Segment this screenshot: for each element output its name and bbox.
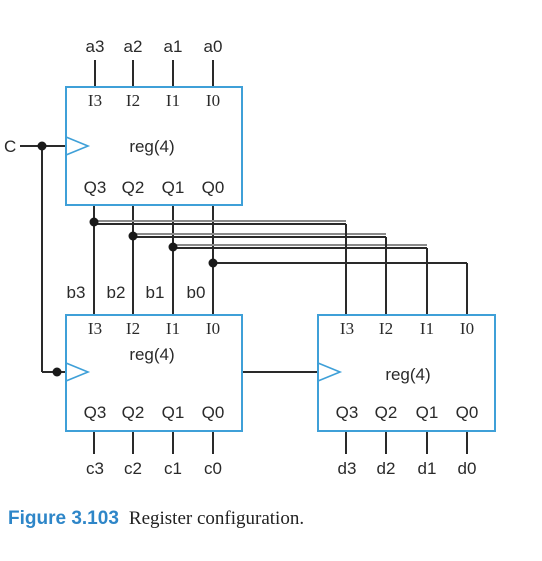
reg-left-output-q3: Q3 bbox=[84, 403, 107, 422]
reg-right-output-q3: Q3 bbox=[336, 403, 359, 422]
reg-right-input-i0: I0 bbox=[460, 319, 474, 338]
input-a3-label: a3 bbox=[86, 37, 105, 56]
reg-top-input-i3: I3 bbox=[88, 91, 102, 110]
output-d2-label: d2 bbox=[377, 459, 396, 478]
reg-right-input-i1: I1 bbox=[420, 319, 434, 338]
signal-b2-label: b2 bbox=[107, 283, 126, 302]
reg-top-input-i0: I0 bbox=[206, 91, 220, 110]
reg-top-output-q3: Q3 bbox=[84, 178, 107, 197]
output-d0-label: d0 bbox=[458, 459, 477, 478]
reg-left-input-i0: I0 bbox=[206, 319, 220, 338]
reg-left-input-i3: I3 bbox=[88, 319, 102, 338]
reg-top-output-q1: Q1 bbox=[162, 178, 185, 197]
register-bottom-left: I3 I2 I1 I0 reg(4) Q3 Q2 Q1 Q0 bbox=[65, 314, 243, 432]
wires bbox=[20, 60, 468, 454]
b3-junction-dot bbox=[89, 217, 99, 227]
reg-left-input-i2: I2 bbox=[126, 319, 140, 338]
signal-labels: C a3 a2 a1 a0 b3 b2 b1 b0 c3 c2 c1 c0 d3… bbox=[4, 37, 476, 478]
reg-right-output-q0: Q0 bbox=[456, 403, 479, 422]
b1-junction-dot bbox=[168, 242, 178, 252]
reg-left-title: reg(4) bbox=[129, 345, 174, 364]
input-a0-label: a0 bbox=[204, 37, 223, 56]
reg-right-output-q2: Q2 bbox=[375, 403, 398, 422]
reg-right-output-q1: Q1 bbox=[416, 403, 439, 422]
reg-right-title: reg(4) bbox=[385, 365, 430, 384]
output-c3-label: c3 bbox=[86, 459, 104, 478]
reg-left-output-q1: Q1 bbox=[162, 403, 185, 422]
svg-text:Figure 3.103 Register co: Figure 3.103 Register configuration. bbox=[8, 508, 304, 529]
clock-junction-dot bbox=[37, 141, 47, 151]
figure-caption: Figure 3.103 Register configuration. bbox=[8, 508, 304, 529]
reg-left-output-q2: Q2 bbox=[122, 403, 145, 422]
input-a2-label: a2 bbox=[124, 37, 143, 56]
reg-top-output-q0: Q0 bbox=[202, 178, 225, 197]
reg-right-input-i3: I3 bbox=[340, 319, 354, 338]
output-c1-label: c1 bbox=[164, 459, 182, 478]
output-c2-label: c2 bbox=[124, 459, 142, 478]
register-bottom-right: I3 I2 I1 I0 reg(4) Q3 Q2 Q1 Q0 bbox=[317, 314, 496, 432]
caption-number: Figure 3.103 bbox=[8, 508, 119, 529]
output-c0-label: c0 bbox=[204, 459, 222, 478]
signal-b3-label: b3 bbox=[67, 283, 86, 302]
reg-left-output-q0: Q0 bbox=[202, 403, 225, 422]
input-a1-label: a1 bbox=[164, 37, 183, 56]
reg-top-output-q2: Q2 bbox=[122, 178, 145, 197]
caption-text: Register configuration. bbox=[129, 508, 304, 529]
reg-left-input-i1: I1 bbox=[166, 319, 180, 338]
signal-b1-label: b1 bbox=[146, 283, 165, 302]
clock-label: C bbox=[4, 137, 16, 156]
b2-junction-dot bbox=[128, 231, 138, 241]
signal-b0-label: b0 bbox=[187, 283, 206, 302]
reg-right-input-i2: I2 bbox=[379, 319, 393, 338]
clock-junction-dot bbox=[52, 367, 62, 377]
b0-junction-dot bbox=[208, 258, 218, 268]
junction-dots bbox=[37, 141, 218, 377]
output-d1-label: d1 bbox=[418, 459, 437, 478]
register-top: I3 I2 I1 I0 reg(4) Q3 Q2 Q1 Q0 bbox=[65, 86, 243, 206]
reg-top-input-i2: I2 bbox=[126, 91, 140, 110]
output-d3-label: d3 bbox=[338, 459, 357, 478]
reg-top-title: reg(4) bbox=[129, 137, 174, 156]
reg-top-input-i1: I1 bbox=[166, 91, 180, 110]
